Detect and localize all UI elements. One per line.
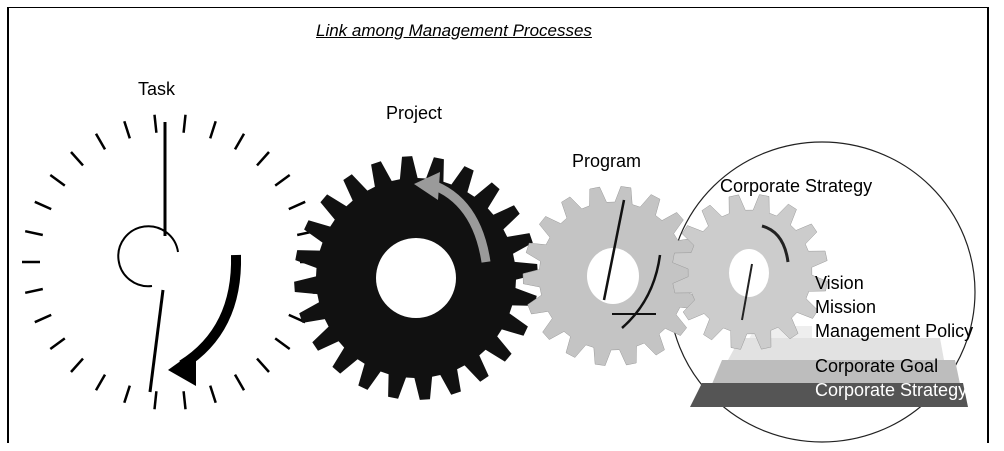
task-hub bbox=[117, 225, 179, 288]
task-gear-tooth bbox=[209, 385, 217, 404]
task-gear-tooth bbox=[34, 200, 52, 211]
task-gear-tooth bbox=[49, 337, 66, 351]
project-arrow-head bbox=[414, 172, 440, 200]
task-gear-tooth bbox=[123, 120, 131, 139]
task-gear-tooth bbox=[153, 114, 158, 133]
band-management-policy bbox=[728, 338, 944, 360]
task-gear-tooth bbox=[274, 337, 291, 351]
diagram-frame bbox=[7, 7, 989, 443]
hierarchy-corporate-goal: Corporate Goal bbox=[815, 356, 939, 376]
task-gear-tooth bbox=[233, 133, 246, 151]
task-gear-tooth bbox=[94, 373, 107, 391]
band-corporate-strategy bbox=[690, 383, 968, 407]
label-corporate-strategy-gear: Corporate Strategy bbox=[720, 176, 873, 196]
task-spoke-bottom bbox=[148, 289, 165, 393]
hierarchy-corporate-strategy: Corporate Strategy bbox=[815, 380, 968, 400]
label-task: Task bbox=[138, 79, 176, 99]
task-gear-tooth bbox=[209, 120, 217, 139]
strategy-arrow bbox=[761, 224, 790, 263]
program-hub bbox=[587, 248, 639, 304]
hierarchy-vision: Vision bbox=[815, 273, 864, 293]
task-rotation-arrow bbox=[179, 254, 242, 370]
task-gear-tooth bbox=[34, 313, 52, 324]
label-project: Project bbox=[386, 103, 443, 123]
task-gear-tooth bbox=[123, 385, 131, 404]
task-gear-tooth bbox=[274, 173, 291, 187]
project-hub bbox=[376, 238, 456, 318]
task-gear-tooth bbox=[233, 373, 246, 391]
task-gear-tooth bbox=[49, 173, 66, 187]
hierarchy-management-policy: Management Policy bbox=[815, 321, 974, 341]
program-arrow bbox=[621, 254, 662, 329]
task-gear bbox=[22, 114, 318, 410]
task-gear-tooth bbox=[256, 357, 270, 373]
task-gear-tooth bbox=[153, 391, 158, 410]
task-gear-tooth bbox=[256, 151, 270, 167]
task-gear-tooth bbox=[70, 357, 84, 373]
task-gear-tooth bbox=[288, 200, 306, 211]
label-program: Program bbox=[572, 151, 642, 171]
task-gear-tooth bbox=[94, 133, 107, 151]
task-gear-tooth bbox=[182, 391, 187, 410]
program-spoke bbox=[602, 199, 626, 301]
task-gear-tooth bbox=[182, 114, 187, 133]
diagram-title: Link among Management Processes bbox=[316, 21, 592, 40]
band-corporate-goal bbox=[712, 360, 960, 384]
hierarchy-mission: Mission bbox=[815, 297, 877, 317]
task-gear-tooth bbox=[24, 229, 44, 237]
task-arrow-head bbox=[168, 350, 196, 386]
task-gear-tooth bbox=[24, 287, 44, 295]
strategy-spoke bbox=[741, 263, 753, 321]
strategy-hub bbox=[729, 249, 769, 297]
task-gear-tooth bbox=[70, 151, 84, 167]
